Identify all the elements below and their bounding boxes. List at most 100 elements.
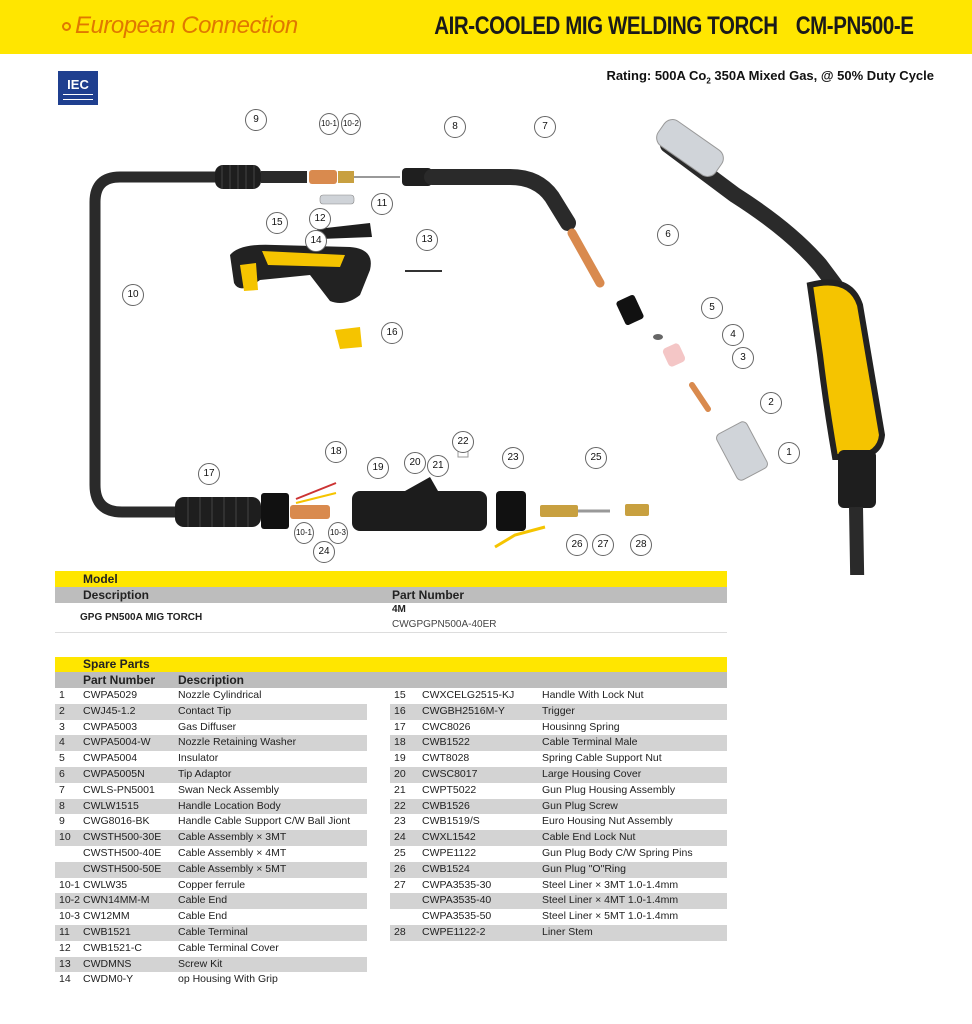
part-description: Nozzle Cylindrical [178, 689, 262, 701]
part-no: 3 [59, 720, 65, 733]
model-table-title: Model [55, 571, 727, 587]
contact-tip-icon [689, 382, 711, 412]
callout-3: 3 [732, 347, 754, 369]
rating-text: Rating: 500A Co2 350A Mixed Gas, @ 50% D… [606, 68, 934, 86]
spring-support-nut-icon [261, 493, 289, 529]
trigger-icon [335, 327, 362, 349]
part-description: Gun Plug Screw [542, 799, 618, 812]
rating-suffix: 350A Mixed Gas, @ 50% Duty Cycle [710, 68, 934, 83]
part-no: 23 [394, 815, 406, 828]
callout-1: 1 [778, 442, 800, 464]
part-number: CWT8028 [422, 752, 470, 765]
part-number: CWLS-PN5001 [83, 783, 155, 796]
terminal-wire-red-icon [295, 482, 337, 500]
part-description: Liner Stem [542, 925, 593, 938]
callout-4: 4 [722, 324, 744, 346]
part-number: CWSTH500-30E [83, 831, 162, 844]
callout-19: 19 [367, 457, 389, 479]
part-number: CWLW35 [83, 878, 128, 891]
part-no: 14 [59, 973, 71, 986]
spare-parts-header: Part Number Description [55, 672, 727, 688]
part-number: CWXCELG2515-KJ [422, 689, 515, 701]
part-description: Swan Neck Assembly [178, 783, 279, 796]
gas-diffuser-icon [662, 343, 686, 367]
part-description: Handle Cable Support C/W Ball Jiont [178, 815, 351, 828]
part-description: Cable Assembly × 3MT [178, 831, 287, 844]
part-number: CWPA5005N [83, 767, 145, 780]
part-no: 2 [59, 704, 65, 717]
part-description: Copper ferrule [178, 878, 246, 891]
part-number: CWSTH500-50E [83, 862, 162, 875]
part-description: Cable Terminal Cover [178, 941, 279, 954]
callout-11: 11 [371, 193, 393, 215]
table-row: 28 CWPE1122-2 Liner Stem [390, 924, 727, 941]
part-no: 16 [394, 704, 406, 717]
part-description: Insulator [178, 752, 219, 765]
part-description: Contact Tip [178, 704, 232, 717]
handle-location-body-icon [402, 168, 432, 186]
part-no: 5 [59, 752, 65, 765]
cable-terminal-icon [319, 194, 355, 205]
part-number: CWPA5004 [83, 752, 138, 765]
handle-grip-rear-icon [240, 263, 258, 291]
rating-subscript: 2 [706, 76, 711, 86]
callout-15: 15 [266, 212, 288, 234]
insulator-icon [616, 294, 644, 326]
part-no: 9 [59, 815, 65, 828]
model-length: 4M [392, 604, 406, 615]
housing-spring-icon [175, 497, 261, 527]
part-no: 22 [394, 799, 406, 812]
retaining-washer-icon [653, 334, 663, 340]
assembled-nozzle-icon [656, 119, 724, 177]
callout-10-3: 10-3 [328, 522, 348, 544]
callout-21: 21 [427, 455, 449, 477]
part-number: CWDM0-Y [83, 973, 134, 986]
part-number: CWGBH2516M-Y [422, 704, 505, 717]
part-no: 13 [59, 957, 71, 970]
callout-25: 25 [585, 447, 607, 469]
title-text: AIR-COOLED MIG WELDING TORCH [434, 12, 779, 40]
assembled-cable-icon [849, 506, 865, 575]
part-number: CWPE1122-2 [422, 925, 486, 938]
part-no: 24 [394, 831, 406, 844]
part-number: CWN14MM-M [83, 894, 150, 907]
callout-6: 6 [657, 224, 679, 246]
gun-plug-body-icon [540, 505, 578, 517]
part-no: 7 [59, 783, 65, 796]
part-number: CWC8026 [422, 720, 471, 733]
bullet-icon [62, 22, 71, 32]
part-no: 28 [394, 925, 406, 938]
callout-10-1-top: 10-1 [319, 113, 339, 135]
part-description: Cable Assembly × 4MT [178, 846, 287, 859]
part-number: CWPA5004-W [83, 736, 151, 749]
spare-col-part-number: Part Number [83, 673, 156, 687]
part-description: Screw Kit [178, 957, 223, 970]
brand-text: European Connection [75, 12, 298, 39]
part-number: CWSC8017 [422, 767, 478, 780]
part-number: CWXL1542 [422, 831, 476, 844]
rating-prefix: Rating: 500A Co [606, 68, 707, 83]
gun-plug-housing-icon [352, 491, 487, 531]
callout-12: 12 [309, 208, 331, 230]
rear-copper-ferrule-icon [290, 505, 330, 519]
part-description: Handle With Lock Nut [542, 689, 644, 701]
callout-24: 24 [313, 541, 335, 563]
part-description: Gun Plug Body C/W Spring Pins [542, 846, 693, 859]
model-code: CM-PN500-E [796, 12, 914, 40]
part-no: 26 [394, 862, 406, 875]
